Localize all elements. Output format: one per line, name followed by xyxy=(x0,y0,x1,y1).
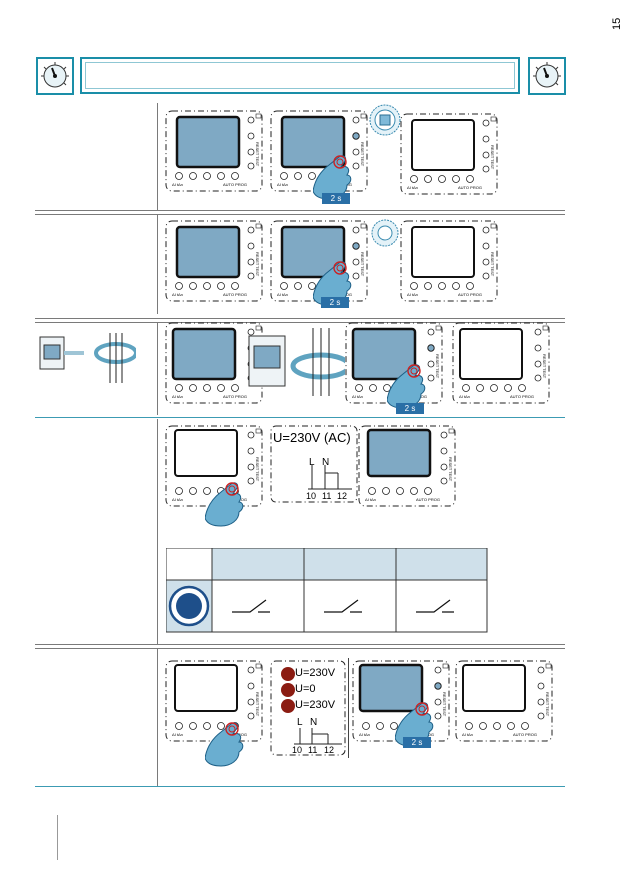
page-number: 15 xyxy=(610,2,624,42)
section-header-box xyxy=(80,57,520,94)
page-number-text: 15 xyxy=(611,18,623,30)
transformer-icon xyxy=(39,333,136,383)
hold-time-badge: 2 s xyxy=(396,403,424,414)
state-label: U=230V xyxy=(295,699,336,711)
device-panel xyxy=(345,322,443,404)
column-divider xyxy=(157,214,158,314)
state-label: U=230V xyxy=(295,667,336,679)
terminal-number: 11 xyxy=(308,745,318,755)
contact-state-table xyxy=(166,548,488,633)
terminal-number: 10 xyxy=(306,491,317,501)
device-panel xyxy=(165,322,263,404)
terminal-l: L xyxy=(309,457,315,468)
wiring-diagram xyxy=(270,425,358,503)
margin-line xyxy=(57,815,58,860)
wiring-diagram xyxy=(270,660,346,756)
hold-time-badge: 2 s xyxy=(322,193,350,204)
row-divider xyxy=(35,214,565,215)
rotary-knob-icon xyxy=(36,57,74,95)
terminal-l: L xyxy=(297,717,303,728)
terminal-number: 10 xyxy=(292,745,303,755)
device-panel xyxy=(270,110,368,192)
rotary-knob-icon xyxy=(528,57,566,95)
voltage-label: U=230V (AC) xyxy=(273,430,351,445)
row-divider xyxy=(35,648,565,649)
device-panel xyxy=(165,660,263,742)
hand-press-icon xyxy=(205,482,244,527)
led-indicator-icon xyxy=(371,219,399,247)
column-divider xyxy=(157,648,158,786)
row-divider xyxy=(35,322,565,323)
device-panel xyxy=(400,113,498,195)
transformer-diagram xyxy=(248,328,345,396)
display-screen xyxy=(175,115,241,169)
row-divider xyxy=(35,786,565,787)
terminal-n: N xyxy=(310,717,318,728)
device-panel xyxy=(270,220,368,302)
row-divider xyxy=(35,417,565,418)
device-panel xyxy=(452,322,550,404)
led-red-icon xyxy=(281,667,295,681)
row-divider xyxy=(35,644,565,645)
device-panel xyxy=(455,660,553,742)
terminal-n: N xyxy=(322,457,330,468)
led-red-icon xyxy=(281,699,295,713)
row-divider xyxy=(35,210,565,211)
device-panel xyxy=(165,220,263,302)
device-panel xyxy=(165,110,263,192)
row-divider xyxy=(35,318,565,319)
terminal-number: 12 xyxy=(324,745,335,755)
device-panel xyxy=(358,425,456,507)
device-panel xyxy=(400,220,498,302)
state-label: U=0 xyxy=(295,683,316,695)
column-divider xyxy=(157,103,158,210)
terminal-number: 12 xyxy=(337,491,348,501)
separator xyxy=(348,658,349,758)
hold-time-badge: 2 s xyxy=(403,737,431,748)
column-divider xyxy=(157,419,158,644)
device-panel xyxy=(352,660,450,742)
hold-time-badge: 2 s xyxy=(321,297,349,308)
device-panel xyxy=(165,425,263,507)
led-indicator-icon xyxy=(369,104,401,136)
led-red-icon xyxy=(281,683,295,697)
hand-press-icon xyxy=(205,722,244,767)
column-divider xyxy=(157,322,158,415)
terminal-number: 11 xyxy=(322,491,332,501)
